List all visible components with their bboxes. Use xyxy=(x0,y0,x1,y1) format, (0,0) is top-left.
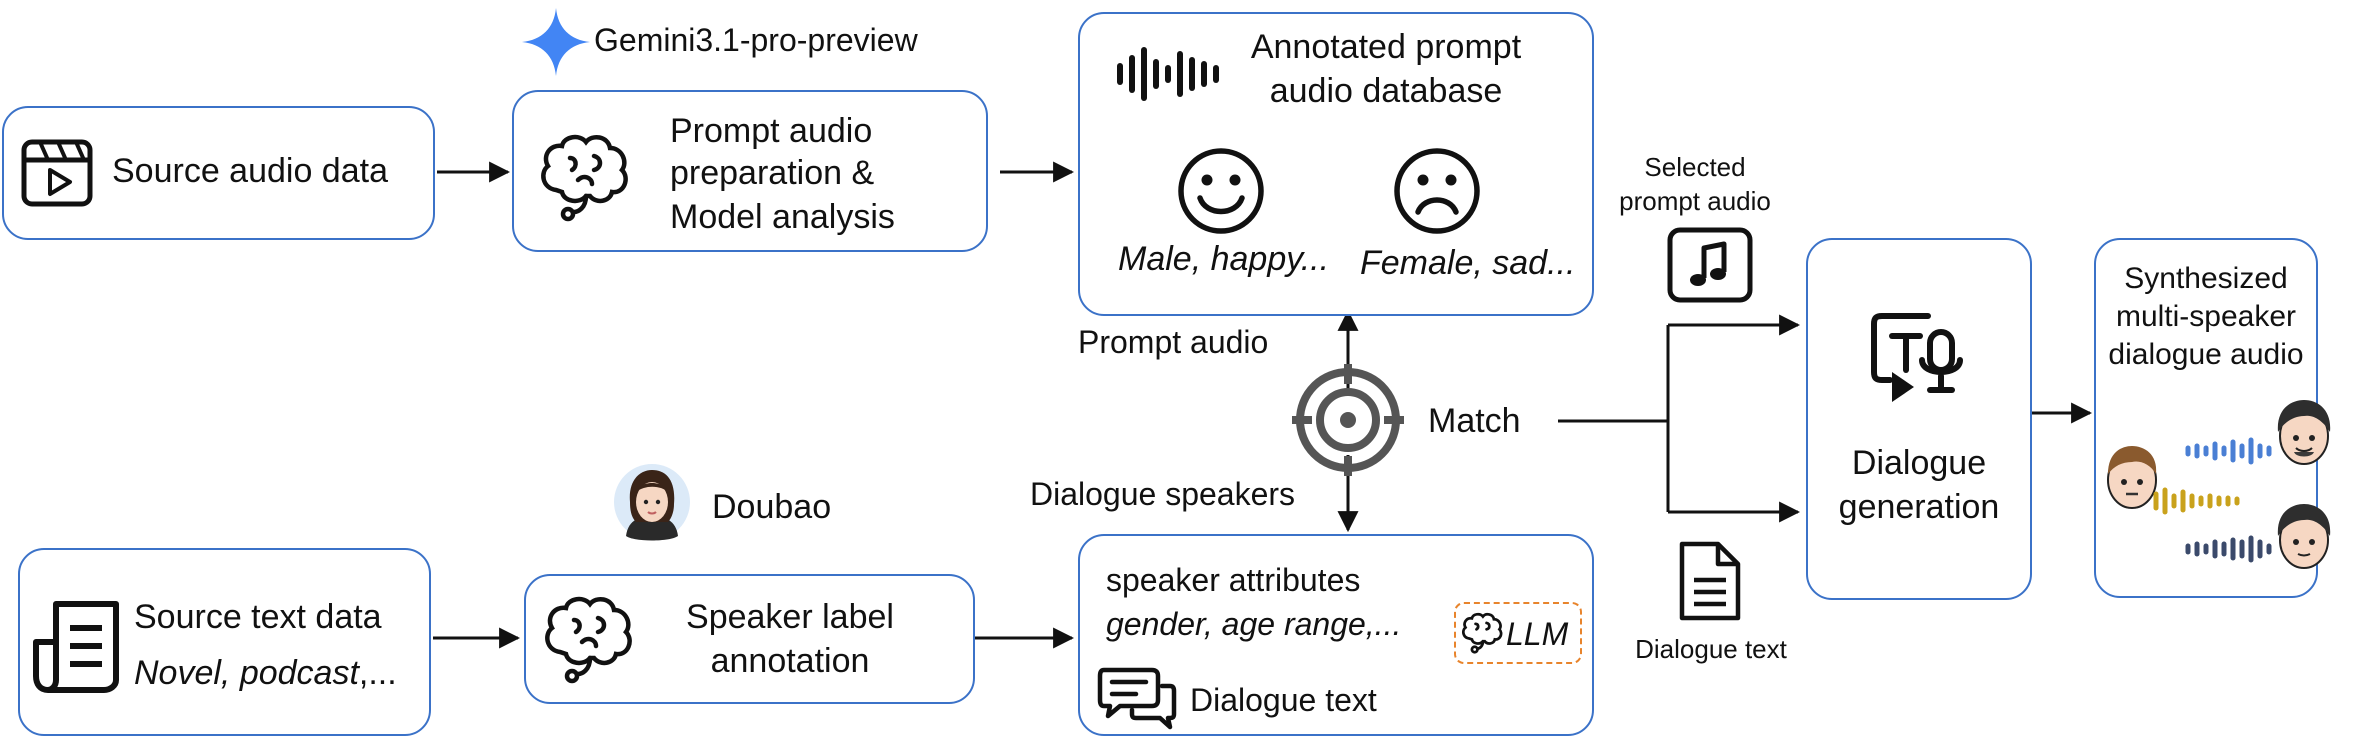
prompt-prep-box xyxy=(512,90,988,252)
selected-prompt-line1: Selected xyxy=(1644,152,1746,182)
speaker-wave-icon xyxy=(2185,437,2272,465)
audio-waveform-icon xyxy=(1117,47,1219,101)
music-note-icon xyxy=(1667,227,1753,303)
happy-face-icon xyxy=(1178,148,1264,234)
brain-icon xyxy=(541,134,628,222)
speaker-label-box xyxy=(524,574,975,704)
speaker-face-icon xyxy=(2277,504,2331,569)
match-label: Match xyxy=(1428,402,1521,440)
output-line2: multi-speaker xyxy=(2115,300,2297,333)
generation-line2: generation xyxy=(1838,488,2000,526)
text-file-icon xyxy=(1679,541,1741,621)
prompt-prep-line2: preparation & xyxy=(670,154,875,192)
source-audio-box xyxy=(2,106,435,240)
source-text-line1: Source text data xyxy=(134,598,382,636)
chat-bubbles-icon xyxy=(1097,667,1177,730)
prompt-prep-line1: Prompt audio xyxy=(670,112,873,150)
attributes-line1: speaker attributes xyxy=(1106,562,1361,598)
prompt-prep-line3: Model analysis xyxy=(670,198,895,236)
gemini-label: Gemini3.1-pro-preview xyxy=(594,22,918,58)
doubao-avatar-icon xyxy=(614,464,690,541)
generation-line1: Dialogue xyxy=(1851,444,1987,482)
speaker-label-line1: Speaker label xyxy=(686,598,894,636)
speaker-face-icon xyxy=(2277,400,2331,465)
video-clip-icon xyxy=(21,139,93,207)
document-icon xyxy=(33,601,119,693)
dialogue-speakers-label: Dialogue speakers xyxy=(1030,476,1296,512)
source-text-box xyxy=(18,548,431,736)
happy-caption: Male, happy... xyxy=(1118,240,1330,278)
text-to-speech-icon xyxy=(1871,313,1963,402)
speaker-label-line2: annotation xyxy=(710,642,870,680)
speaker-wave-icon xyxy=(2153,487,2240,515)
sad-face-icon xyxy=(1394,148,1480,234)
generation-box xyxy=(1806,238,2032,600)
source-text-line2: Novel, podcast,... xyxy=(134,652,397,694)
target-icon xyxy=(1292,364,1404,476)
source-text-ellipsis: ,... xyxy=(358,654,397,692)
database-box xyxy=(1078,12,1594,316)
doubao-label: Doubao xyxy=(712,488,832,526)
sad-caption: Female, sad... xyxy=(1360,244,1576,282)
source-text-examples: Novel, podcast xyxy=(134,654,359,692)
llm-box xyxy=(1454,602,1582,664)
selected-prompt-line2: prompt audio xyxy=(1619,186,1771,216)
output-line1: Synthesized xyxy=(2124,262,2288,295)
attributes-line2: gender, age range,... xyxy=(1106,606,1402,642)
database-title-line2: audio database xyxy=(1269,72,1503,110)
llm-label: LLM xyxy=(1506,616,1569,652)
attributes-box xyxy=(1078,534,1594,736)
prompt-audio-label: Prompt audio xyxy=(1078,324,1269,360)
output-line3: dialogue audio xyxy=(2108,338,2304,371)
dialogue-text-input-label: Dialogue text xyxy=(1635,634,1787,664)
speaker-wave-icon xyxy=(2185,535,2272,563)
gemini-sparkle-icon xyxy=(522,8,590,76)
source-audio-label: Source audio data xyxy=(112,152,388,190)
database-title-line1: Annotated prompt xyxy=(1250,28,1522,66)
brain-icon xyxy=(1461,612,1503,654)
dialogue-text-label: Dialogue text xyxy=(1190,682,1377,718)
speaker-face-icon xyxy=(2107,446,2157,509)
brain-icon xyxy=(545,596,632,684)
